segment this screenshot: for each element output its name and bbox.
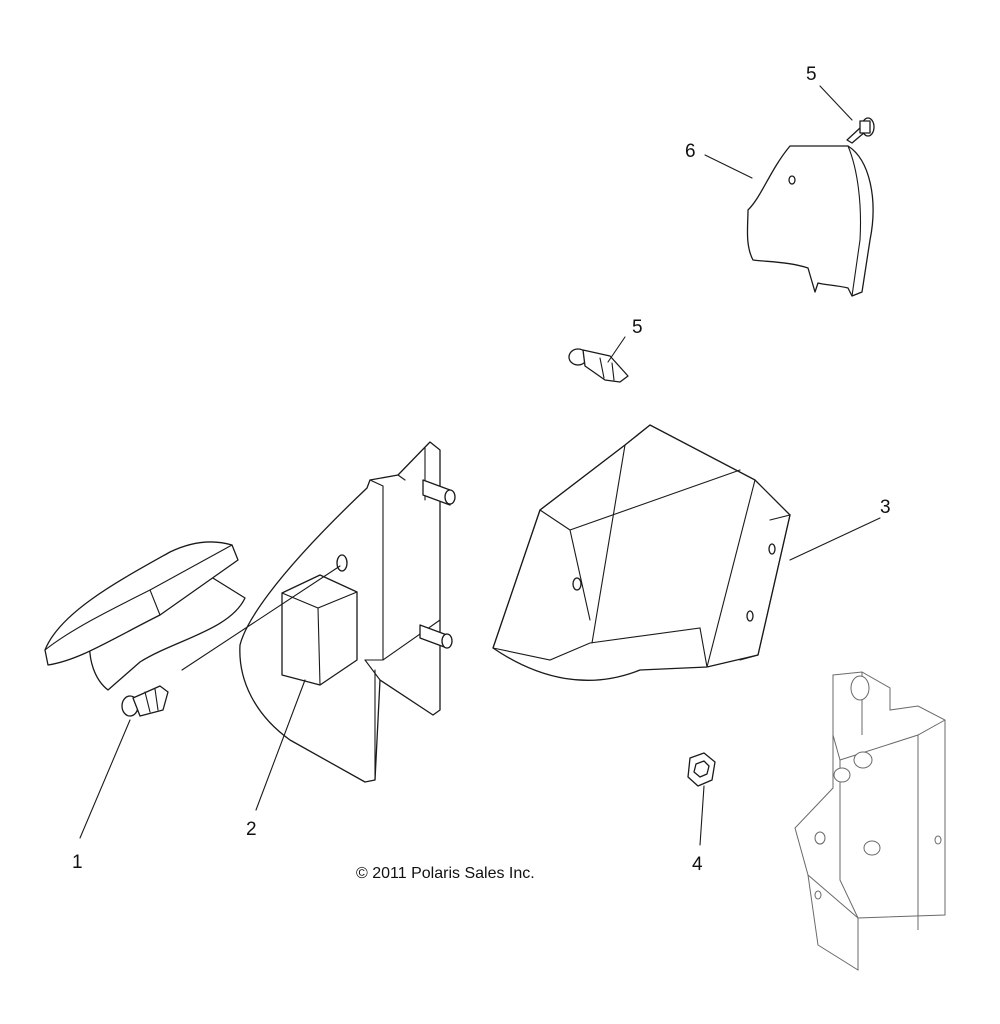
copyright-text: © 2011 Polaris Sales Inc. bbox=[356, 865, 535, 882]
part-1-rivet bbox=[121, 685, 169, 717]
part-5-rivet-top bbox=[846, 117, 875, 144]
leader-4 bbox=[699, 785, 705, 846]
callout-labels: 1 2 3 4 5 5 6 © 2011 Polaris Sales Inc. bbox=[72, 64, 891, 882]
part-4-nut bbox=[687, 752, 716, 787]
part-5-rivet-middle bbox=[568, 348, 629, 383]
leader-5-middle bbox=[607, 336, 626, 363]
leader-lines bbox=[79, 85, 881, 846]
part-3-shield bbox=[492, 424, 791, 681]
callout-5-middle: 5 bbox=[632, 317, 643, 338]
callout-6: 6 bbox=[685, 141, 696, 162]
callout-5-top: 5 bbox=[806, 64, 817, 85]
callout-3: 3 bbox=[880, 497, 891, 518]
leader-5-top bbox=[819, 85, 853, 121]
leader-6 bbox=[704, 154, 753, 179]
leader-3 bbox=[789, 517, 881, 561]
leader-2 bbox=[255, 679, 306, 811]
part-bracket-pedal bbox=[44, 441, 456, 783]
callout-4: 4 bbox=[692, 854, 703, 875]
leader-2-upper bbox=[181, 565, 341, 671]
leader-1 bbox=[79, 719, 131, 839]
part-mount-bracket-background bbox=[794, 671, 946, 971]
callout-2: 2 bbox=[246, 819, 257, 840]
callout-1: 1 bbox=[72, 852, 83, 873]
part-6-plate bbox=[746, 145, 874, 297]
